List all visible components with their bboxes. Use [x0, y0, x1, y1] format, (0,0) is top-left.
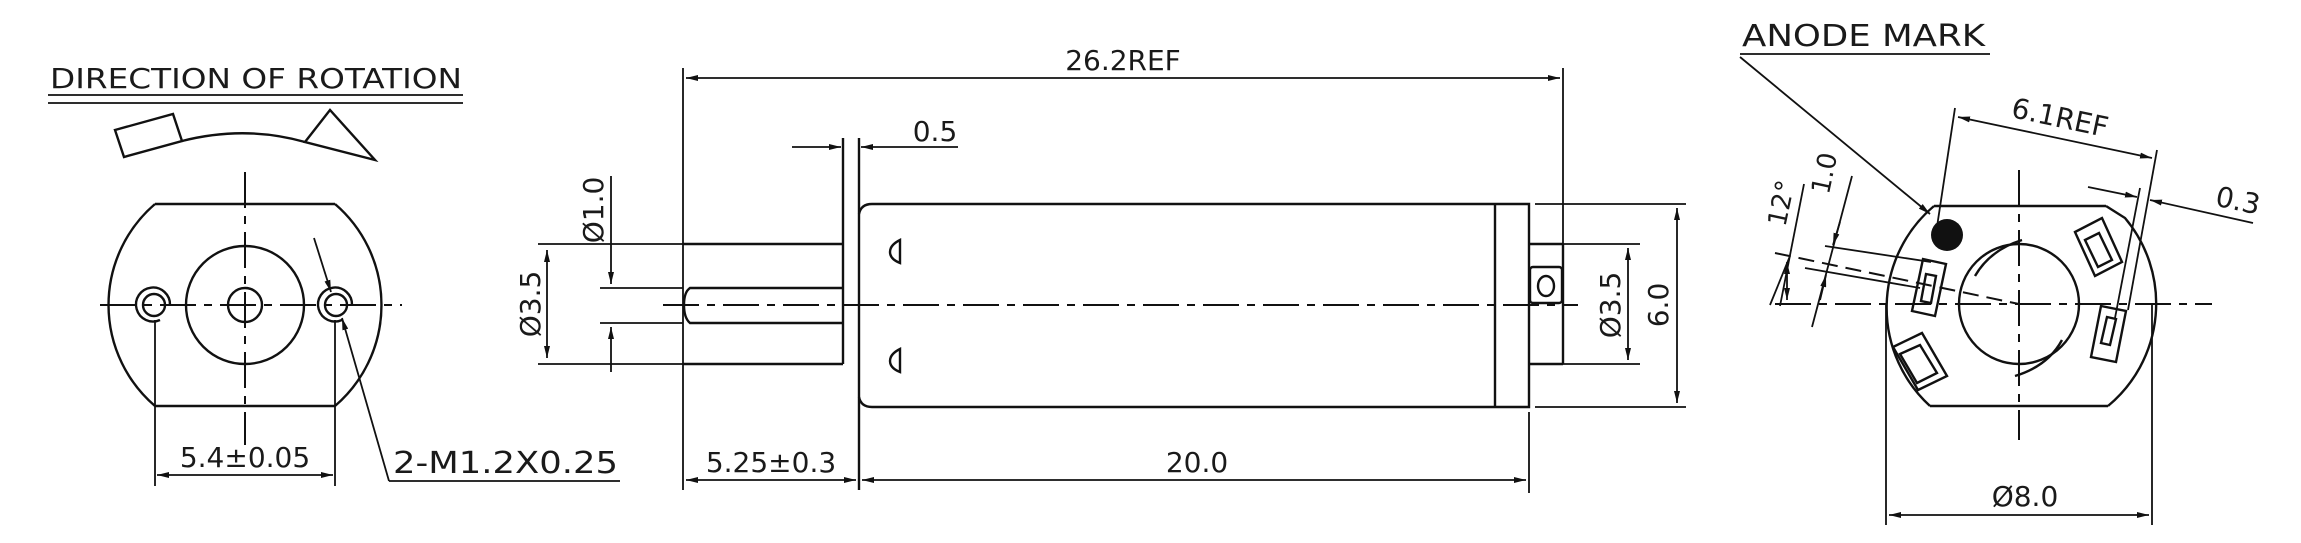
rear-cap-outline — [1885, 204, 2158, 408]
shaft-length-dim: 5.25±0.3 — [706, 446, 836, 479]
anode-mark-title: ANODE MARK — [1742, 19, 1987, 54]
thread-leader — [341, 317, 390, 482]
terminal-span-dim: 6.1REF — [2009, 91, 2112, 144]
terminal-width-dim: 1.0 — [1806, 150, 1844, 197]
terminal-thickness-dim-line — [2087, 186, 2138, 198]
rear-end-view: ANODE MARK — [1739, 19, 2263, 525]
brush-slot-top — [1973, 238, 2023, 277]
direction-of-rotation-title: DIRECTION OF ROTATION — [50, 62, 462, 95]
thread-callout: 2-M1.2X0.25 — [393, 446, 618, 481]
terminal-bottom-left — [1891, 331, 1949, 392]
flange-thickness-dim: 0.5 — [913, 115, 958, 148]
rear-bearing — [1528, 265, 1564, 305]
side-view: 26.2REF 0.5 Ø3.5 6. — [514, 44, 1686, 493]
left-end-view: DIRECTION OF ROTATION — [48, 62, 620, 486]
overall-length-dim: 26.2REF — [1065, 44, 1181, 77]
vent-mark-top — [888, 238, 902, 265]
hole-spacing-dim: 5.4±0.05 — [180, 441, 310, 474]
body-diameter-dim: 6.0 — [1642, 283, 1675, 328]
terminal-angle-line — [1774, 252, 2020, 305]
terminal-right — [2089, 304, 2128, 364]
anode-mark-dot — [1931, 219, 1963, 251]
body-length-dim: 20.0 — [1166, 446, 1228, 479]
vent-mark-bottom — [888, 347, 902, 374]
front-boss-diameter-dim: Ø3.5 — [514, 271, 547, 338]
shaft-diameter-dim: Ø1.0 — [577, 177, 610, 244]
terminal-span-dim-line — [1957, 116, 2153, 159]
rotation-arrow-icon — [113, 108, 379, 163]
terminal-top-right — [2073, 216, 2124, 278]
brush-slot-bottom — [2014, 339, 2064, 378]
outer-diameter-dim: Ø8.0 — [1992, 480, 2059, 513]
anode-leader — [1739, 56, 1931, 215]
rear-boss-diameter-dim: Ø3.5 — [1594, 272, 1627, 339]
terminal-width-dim-line — [1832, 221, 1841, 246]
